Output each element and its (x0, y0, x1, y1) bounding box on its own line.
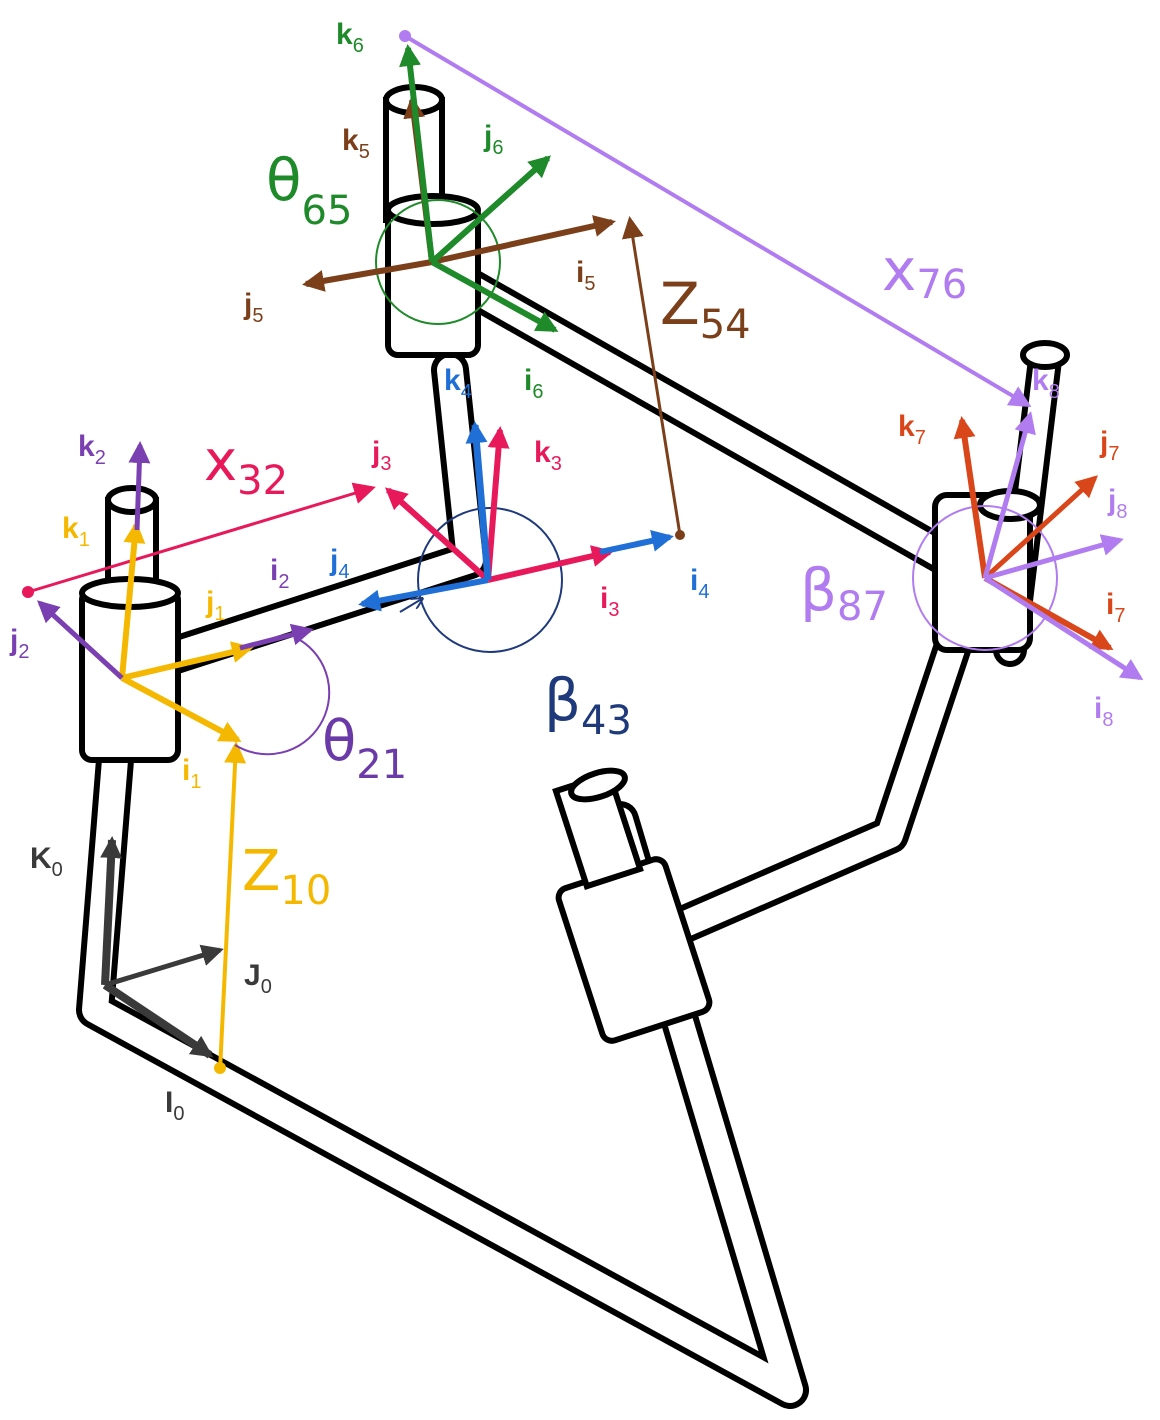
theta21-arc (234, 639, 331, 756)
label-j3: j3 (371, 436, 391, 475)
label-i4: i4 (690, 564, 709, 603)
label-k6: k6 (336, 18, 364, 57)
label-j2: j2 (9, 624, 29, 663)
label-i7: i7 (1106, 588, 1125, 627)
j4-axis (358, 577, 489, 612)
label-theta65: θ65 (266, 146, 352, 234)
label-j5: j5 (243, 288, 263, 327)
label-k3: k3 (534, 436, 562, 475)
label-k0: K0 (30, 842, 63, 881)
i3-axis (487, 545, 614, 583)
label-i0: I0 (165, 1086, 184, 1125)
j3-axis (385, 487, 491, 583)
label-j1: j1 (205, 586, 225, 625)
x32-arrow (27, 482, 376, 594)
label-i2: i2 (270, 554, 289, 593)
axis-labels: K0 J0 I0 k1 j1 i1 k2 j2 i2 k3 j3 i3 k4 j… (9, 18, 1127, 1125)
label-k8: k8 (1032, 364, 1060, 403)
k1-axis (119, 521, 146, 679)
z54-arrow (621, 216, 682, 536)
label-k1: k1 (62, 512, 90, 551)
j2-axis (37, 600, 124, 680)
label-j8: j8 (1107, 484, 1127, 523)
frame-2-axes (37, 441, 314, 680)
label-k4: k4 (444, 364, 472, 403)
label-i6: i6 (524, 364, 543, 403)
i0-axis (102, 981, 214, 1059)
label-k2: k2 (78, 430, 106, 469)
j5-axis (302, 259, 433, 292)
label-j0: J0 (244, 959, 272, 998)
frame-8-axes (982, 411, 1144, 681)
label-j4: j4 (329, 544, 349, 583)
label-beta43: β43 (544, 666, 632, 744)
i5-axis (431, 215, 616, 265)
label-theta21: θ21 (322, 709, 407, 788)
label-j6: j6 (483, 120, 503, 159)
x76-arrow (403, 34, 1032, 408)
label-k5: k5 (342, 124, 370, 163)
j7-axis (983, 475, 1098, 580)
label-beta87: β87 (800, 556, 888, 630)
i8-axis (983, 575, 1144, 681)
j0-axis (104, 944, 224, 988)
label-i5: i5 (576, 256, 595, 295)
k6-axis (399, 44, 435, 263)
i1-axis (120, 675, 242, 743)
frame-4-axes (358, 421, 674, 612)
label-x76: x76 (882, 236, 967, 308)
parameter-labels: Z10 θ21 x32 β43 Z54 θ65 x76 β87 (204, 146, 967, 914)
beta87-circle (912, 505, 1058, 651)
j6-axis (429, 155, 551, 265)
label-i8: i8 (1094, 692, 1113, 731)
theta65-circle (375, 199, 501, 325)
z10-arrow (218, 741, 247, 1071)
frame-6-axes (399, 44, 559, 333)
parameter-guides (22, 30, 1058, 1074)
frame-1-axes (119, 521, 254, 743)
label-z54: Z54 (660, 270, 751, 348)
i6-axis (430, 259, 559, 333)
label-j7: j7 (1099, 426, 1119, 465)
beta43-circle (417, 507, 563, 653)
k0-axis (100, 836, 123, 986)
k3-axis (485, 426, 510, 581)
label-i1: i1 (182, 754, 201, 793)
j1-axis (121, 641, 254, 681)
label-i3: i3 (600, 582, 619, 621)
k2-axis (128, 441, 151, 531)
i2-axis (239, 623, 314, 651)
frame-3-axes (385, 426, 614, 583)
j8-axis (984, 534, 1124, 581)
frame-0-axes (100, 836, 224, 1059)
label-k7: k7 (898, 410, 926, 449)
label-x32: x32 (204, 429, 288, 504)
label-z10: Z10 (242, 839, 331, 914)
i4-axis (599, 530, 674, 555)
k4-axis (465, 421, 492, 581)
k7-axis (953, 416, 988, 579)
k8-axis (982, 411, 1036, 579)
